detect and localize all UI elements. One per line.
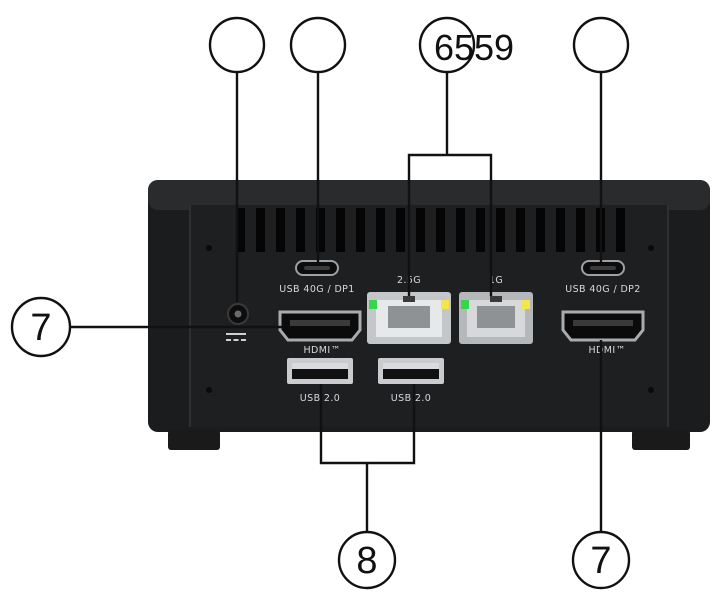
usb-c-port-1 [295,260,339,276]
vent-slot [496,208,505,252]
lan-2-label: 1G [489,275,503,286]
usb-c-port-2 [581,260,625,276]
vent-slot [276,208,285,252]
vent-slot [296,208,305,252]
vent-slot [316,208,325,252]
lan-1-led-green [369,300,377,309]
vent-slot [476,208,485,252]
lan-2-led-green [461,300,469,309]
hdmi-port-1 [278,310,362,342]
vent-slot [376,208,385,252]
vent-slot [436,208,445,252]
vent-slot [516,208,525,252]
foot-left [168,430,220,450]
vent-slot [556,208,565,252]
vent-slot [356,208,365,252]
callout-usb-a: 8 [337,530,397,590]
lan-1-led-yellow [441,300,449,309]
callout-usb-c-1 [289,16,347,74]
callout-hdmi-2: 7 [571,530,631,590]
vent-slot [256,208,265,252]
callout-lan: 6559 [418,16,514,74]
lan-2-led-yellow [521,300,530,309]
foot-right [632,430,690,450]
callout-hdmi-2-number: 7 [590,540,611,582]
callout-usb-c-2 [572,16,630,74]
vent-slot [456,208,465,252]
vent-slot [536,208,545,252]
vent-slot [236,208,245,252]
callout-usb-a-number: 8 [356,540,377,582]
hdmi-1-label: HDMI™ [304,345,341,356]
vent-slot [416,208,425,252]
vent-slot [576,208,585,252]
callout-hdmi-1-number: 7 [30,307,51,349]
vent-slot [336,208,345,252]
usb-c-1-label: USB 40G / DP1 [279,284,355,295]
dc-symbol-icon [226,333,246,335]
hdmi-2-label: HDMI™ [589,345,626,356]
callout-power [208,16,266,74]
hdmi-port-2 [561,310,645,342]
vent-slot [396,208,405,252]
usb-a-2-label: USB 2.0 [391,393,431,404]
usb-a-port-2 [378,358,444,384]
callout-hdmi-1: 7 [10,296,72,358]
usb-c-2-label: USB 40G / DP2 [565,284,641,295]
lan-port-2 [459,292,533,344]
callout-lan-number: 6559 [434,27,514,68]
lan-port-1 [367,292,451,344]
usb-a-port-1 [287,358,353,384]
vent-slot [616,208,625,252]
power-jack [226,303,249,341]
leader-lines [71,72,603,533]
